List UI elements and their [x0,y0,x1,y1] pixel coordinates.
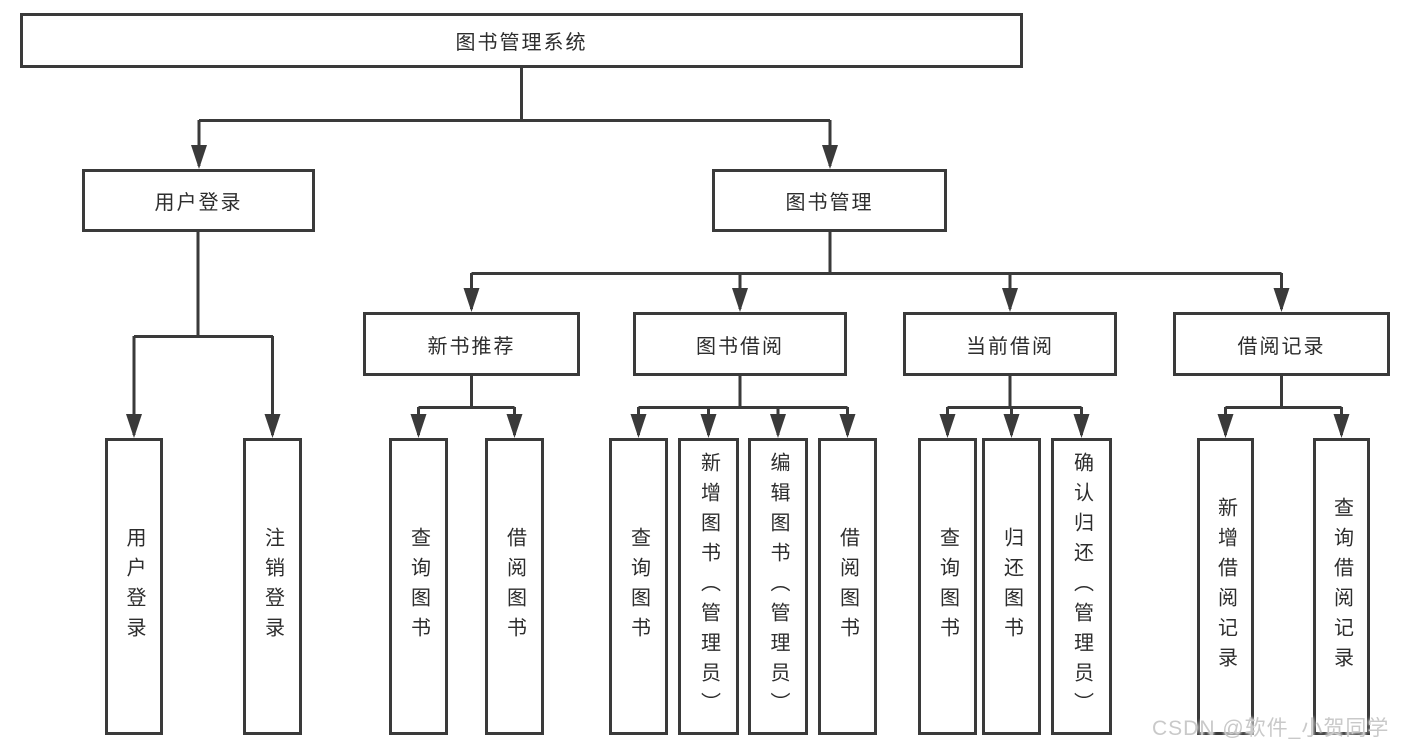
leaf-nb-borrow-books: 借阅图书 [485,438,544,735]
node-new-book-recommendation: 新书推荐 [363,312,580,376]
leaf-cb-query-books: 查询图书 [918,438,977,735]
leaf-cb-confirm-return-admin: 确认归还（管理员） [1051,438,1112,735]
leaf-user-login: 用户登录 [105,438,163,735]
node-user-login: 用户登录 [82,169,315,232]
node-borrowing-records: 借阅记录 [1173,312,1390,376]
watermark: CSDN @软件_小贺同学 [1152,717,1390,740]
leaf-nb-query-books: 查询图书 [389,438,448,735]
leaf-br-add-record: 新增借阅记录 [1197,438,1254,735]
node-library-management-system: 图书管理系统 [20,13,1023,68]
leaf-bb-borrow-books: 借阅图书 [818,438,877,735]
leaf-cb-return-books: 归还图书 [982,438,1041,735]
node-book-management: 图书管理 [712,169,947,232]
leaf-bb-edit-books-admin: 编辑图书（管理员） [748,438,808,735]
node-book-borrowing: 图书借阅 [633,312,847,376]
leaf-bb-query-books: 查询图书 [609,438,668,735]
leaf-logout-login: 注销登录 [243,438,302,735]
node-current-borrowing: 当前借阅 [903,312,1117,376]
leaf-br-query-record: 查询借阅记录 [1313,438,1370,735]
leaf-bb-add-books-admin: 新增图书（管理员） [678,438,739,735]
